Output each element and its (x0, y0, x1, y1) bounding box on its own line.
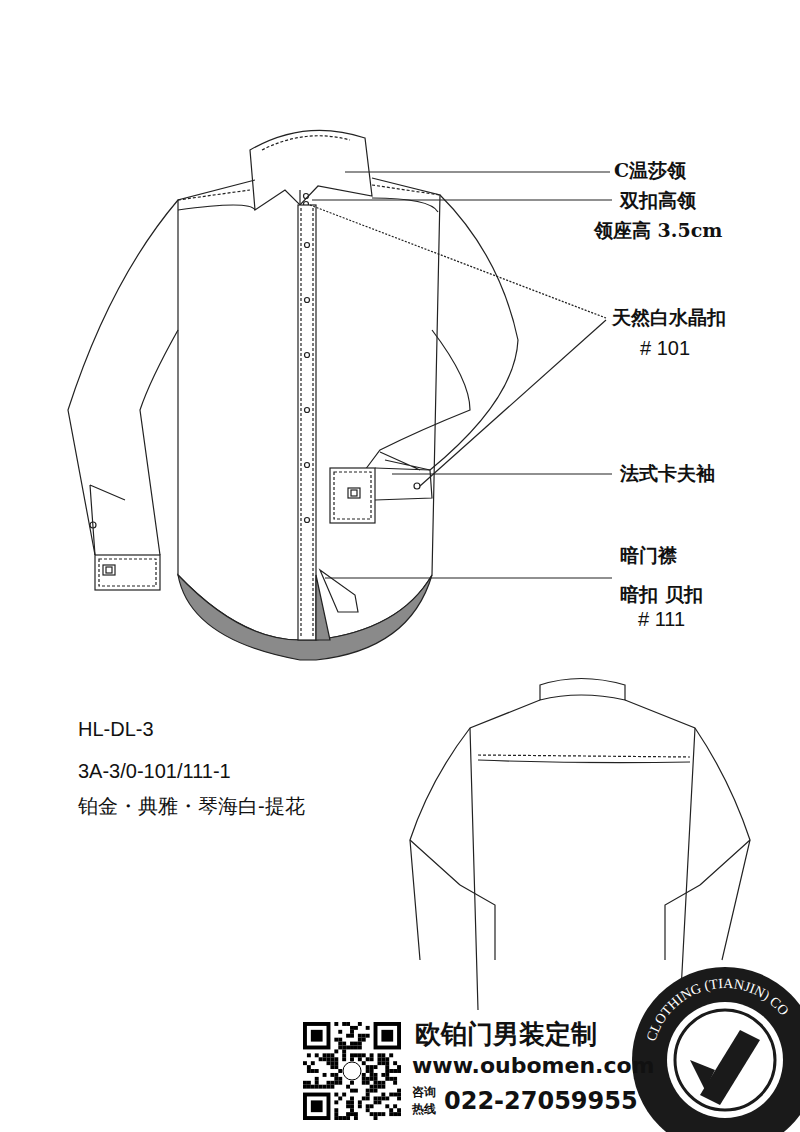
callout-label: 法式卡夫袖 (620, 463, 715, 484)
phone-number: 022-27059955 (444, 1088, 638, 1114)
hotline-label: 咨询 (412, 1086, 436, 1099)
fabric-name: 铂金・典雅・琴海白-提花 (78, 795, 305, 817)
callout-number: # 101 (640, 337, 690, 359)
dimension-label: 领座高 3.5cm (594, 220, 722, 241)
callout-label: 天然白水晶扣 (612, 307, 726, 328)
model-code: HL-DL-3 (78, 718, 154, 740)
callout-label: 暗扣 贝扣 (620, 584, 703, 605)
logo-ring-text: CLOTHING (TIANJIN) CO (644, 976, 792, 1043)
callout-label: 双扣高领 (620, 190, 696, 211)
brand-name: 欧铂门男装定制 (415, 1020, 597, 1049)
logo-ring-text: CLOTHING (TIANJIN) CO (644, 976, 792, 1043)
hotline-label: 热线 (412, 1103, 436, 1116)
callout-number: # 111 (638, 608, 685, 630)
spec-code: 3A-3/0-101/111-1 (78, 760, 231, 782)
website: www.oubomen.com (412, 1054, 655, 1078)
callout-label: C温莎领 (614, 160, 686, 181)
callout-label: 暗门襟 (620, 545, 677, 566)
